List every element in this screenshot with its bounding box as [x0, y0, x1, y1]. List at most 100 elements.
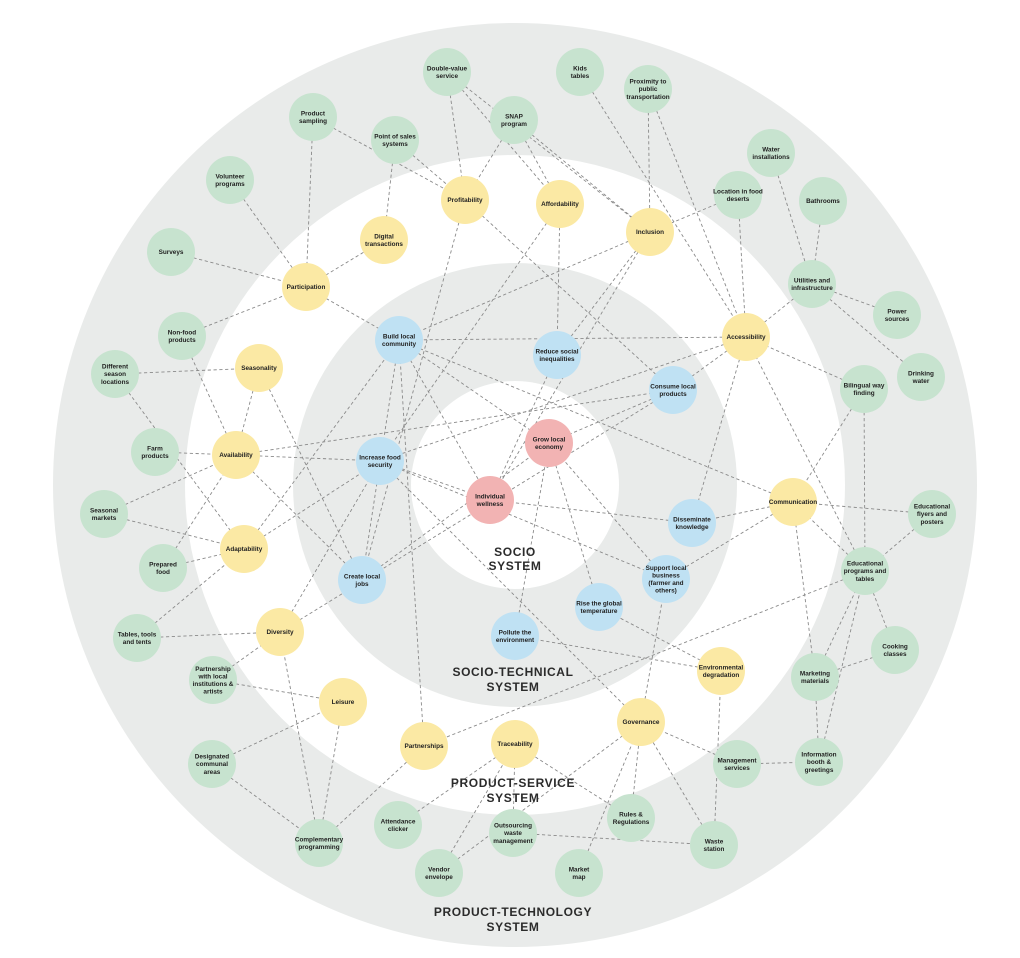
edge-proximity-transport-to-accessibility	[647, 88, 747, 338]
node-label: Educational	[914, 504, 950, 511]
edge-marketing-materials-to-communication	[792, 501, 816, 678]
node-label: Non-food	[168, 329, 196, 336]
node-label: Environmental	[699, 664, 744, 671]
node-seasonality: Seasonality	[235, 344, 283, 392]
node-label: transactions	[365, 241, 403, 248]
node-governance: Governance	[617, 698, 665, 746]
node-label: Power	[887, 308, 907, 315]
edge-environmental-degradation-to-pollute-environment	[514, 635, 722, 672]
node-circle	[91, 350, 139, 398]
node-label: posters	[920, 519, 944, 526]
node-circle	[769, 478, 817, 526]
node-circle	[289, 93, 337, 141]
edge-snap-program-to-inclusion	[513, 119, 651, 233]
node-label: systems	[382, 141, 408, 148]
edge-inclusion-to-reduce-social-inequalities	[556, 231, 651, 356]
node-circle	[714, 171, 762, 219]
edge-double-value-service-to-inclusion	[446, 71, 651, 233]
node-circle	[490, 96, 538, 144]
edge-build-local-community-to-individual-wellness	[398, 339, 491, 501]
node-label: Increase food	[359, 454, 401, 461]
edge-disseminate-knowledge-to-individual-wellness	[489, 499, 693, 524]
edge-designated-communal-to-leisure	[211, 701, 344, 765]
node-circle	[360, 216, 408, 264]
node-label: temperature	[581, 608, 618, 615]
edge-volunteer-programs-to-participation	[229, 179, 307, 288]
node-label: classes	[883, 651, 907, 658]
node-circle	[338, 556, 386, 604]
node-circle	[841, 547, 889, 595]
node-label: Cooking	[882, 643, 908, 650]
node-label: areas	[204, 769, 221, 776]
node-circle	[795, 738, 843, 786]
node-label: food	[156, 569, 170, 576]
node-label: with local	[197, 673, 227, 680]
node-circle	[491, 612, 539, 660]
socio-technical-system-label-2: SYSTEM	[487, 680, 540, 694]
node-label: locations	[101, 379, 129, 386]
edge-create-local-jobs-to-grow-local-economy	[361, 442, 550, 581]
node-circle	[536, 180, 584, 228]
node-circle	[189, 656, 237, 704]
edge-educational-programs-to-partnerships	[423, 570, 866, 747]
node-label: tables	[571, 73, 590, 80]
node-circle	[697, 647, 745, 695]
node-label: Information	[801, 752, 836, 759]
node-availability: Availability	[212, 431, 260, 479]
node-label: community	[382, 341, 417, 348]
node-label: Inclusion	[636, 229, 664, 236]
edge-communication-to-build-local-community	[398, 339, 794, 503]
node-label: transportation	[626, 94, 669, 101]
edge-non-food-products-to-availability	[181, 335, 237, 456]
product-service-system-label-2: SYSTEM	[487, 791, 540, 805]
node-inclusion: Inclusion	[626, 208, 674, 256]
node-label: security	[368, 462, 393, 469]
edge-vendor-envelope-to-governance	[438, 721, 642, 874]
node-circle	[722, 313, 770, 361]
node-circle	[747, 129, 795, 177]
node-circle	[649, 366, 697, 414]
node-label: programs and	[844, 568, 887, 575]
socio-technical-system-label-1: SOCIO-TECHNICAL	[453, 665, 574, 679]
node-traceability: Traceability	[491, 720, 539, 768]
edge-profitability-to-consume-local-products	[464, 199, 674, 391]
node-circle	[212, 431, 260, 479]
socio-system-label-2: SYSTEM	[489, 559, 542, 573]
node-circle	[525, 419, 573, 467]
node-circle	[206, 156, 254, 204]
node-label: finding	[853, 390, 874, 397]
node-label: Disseminate	[673, 516, 711, 523]
edge-availability-to-increase-food-security	[235, 454, 381, 462]
edge-double-value-service-to-profitability	[446, 71, 466, 201]
edge-adaptability-to-increase-food-security	[243, 460, 381, 550]
node-circle	[799, 177, 847, 225]
node-label: Rules &	[619, 811, 643, 818]
node-label: artists	[203, 689, 223, 696]
node-circle	[415, 849, 463, 897]
node-label: Support local	[646, 565, 687, 572]
node-label: Surveys	[159, 249, 184, 256]
node-label: environment	[496, 637, 535, 644]
edge-communication-to-support-local-business	[665, 501, 794, 580]
